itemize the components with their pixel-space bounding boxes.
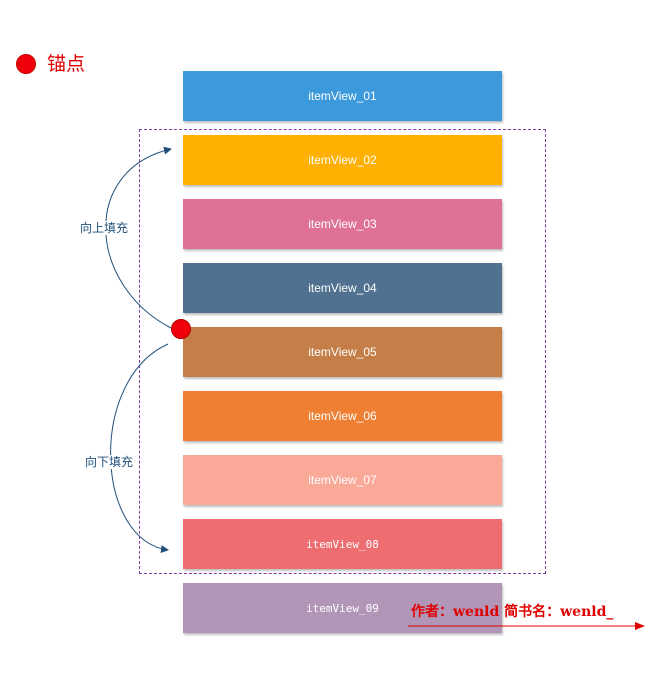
anchor-point-icon [171,319,191,339]
item-view-07: itemView_07 [183,455,502,505]
item-view-label: itemView_03 [308,217,377,231]
item-view-label: itemView_02 [308,153,377,167]
item-view-label: itemView_01 [308,89,377,103]
item-view-label: itemView_05 [308,345,377,359]
item-view-05: itemView_05 [183,327,502,377]
item-view-08: itemView_08 [183,519,502,569]
visible-viewport-frame [139,129,546,574]
item-view-label: itemView_06 [308,409,377,423]
item-view-09: itemView_09 [183,583,502,633]
fill-up-arrow [105,146,172,329]
fill-down-arrow [110,343,169,553]
anchor-legend-label: 锚点 [47,53,86,75]
item-view-03: itemView_03 [183,199,502,249]
item-view-02: itemView_02 [183,135,502,185]
item-view-06: itemView_06 [183,391,502,441]
item-view-label: itemView_04 [308,281,377,295]
anchor-legend-dot-icon [16,54,36,74]
item-view-label: itemView_08 [306,537,379,551]
fill-up-label: 向上填充 [79,221,130,235]
anchor-legend: 锚点 [16,53,85,75]
item-view-label: itemView_07 [308,473,377,487]
fill-down-label: 向下填充 [84,455,135,469]
item-view-01: itemView_01 [183,71,502,121]
author-watermark: 作者：wenld 简书名：wenld_ [411,604,614,620]
item-view-label: itemView_09 [306,601,379,615]
item-view-04: itemView_04 [183,263,502,313]
